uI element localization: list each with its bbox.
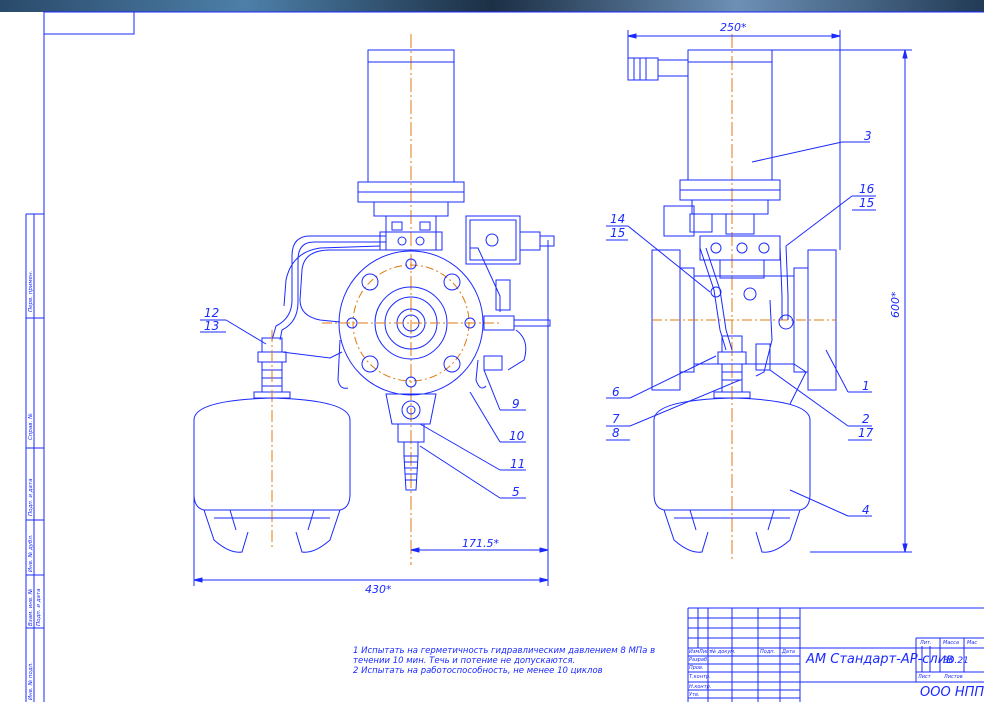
callout-13: 13 xyxy=(204,319,220,333)
callout-2: 2 xyxy=(862,412,870,426)
callout-15-right: 15 xyxy=(859,196,875,210)
window-top-strip xyxy=(0,0,984,12)
callout-14: 14 xyxy=(610,212,626,226)
callout-6: 6 xyxy=(612,385,620,399)
callout-11: 11 xyxy=(510,457,526,471)
margin-label-3: Подп. и дата xyxy=(28,478,34,516)
margin-label-2: Справ. № xyxy=(28,413,34,440)
tb-role-approve: Утв. xyxy=(689,692,700,698)
tb-company: ООО НПП А xyxy=(920,685,984,700)
tb-sheets: Листов xyxy=(944,674,963,680)
margin-label-6: Подп. и дата xyxy=(36,588,42,626)
tb-role-tcontrol: Т.контр. xyxy=(689,674,711,680)
callout-3: 3 xyxy=(864,129,872,143)
dim-side-width: 250* xyxy=(720,21,747,34)
callout-12: 12 xyxy=(204,306,220,320)
tb-role-checker: Пров. xyxy=(689,665,704,671)
callout-9: 9 xyxy=(512,397,520,411)
callout-4: 4 xyxy=(862,503,870,517)
margin-label-5: Взам. инв. № xyxy=(28,588,34,626)
dimension-lines xyxy=(193,30,912,586)
tb-mass-value: 30.21 xyxy=(943,656,969,666)
sheet-frame xyxy=(25,11,984,702)
dim-offset: 171.5* xyxy=(462,537,499,550)
tb-role-developer: Разраб. xyxy=(689,657,709,663)
note-1: 1 Испытать на герметичность гидравлическ… xyxy=(353,646,656,666)
callout-15-left: 15 xyxy=(610,226,626,240)
tb-col-date: Дата xyxy=(782,649,795,655)
callout-7: 7 xyxy=(612,412,620,426)
dim-height: 600* xyxy=(889,291,902,319)
side-view xyxy=(627,34,837,560)
title-block-lines xyxy=(687,607,984,702)
callout-1: 1 xyxy=(862,379,870,393)
callout-16: 16 xyxy=(859,182,875,196)
tb-role-ncontrol: Н.контр. xyxy=(689,684,712,690)
callout-17: 17 xyxy=(858,426,874,440)
margin-label-1: Перв. примен. xyxy=(28,270,34,312)
callout-8: 8 xyxy=(612,426,620,440)
tb-col-list: Лист xyxy=(699,649,712,655)
margin-label-7: Инв. № подл. xyxy=(28,662,34,700)
tb-lit: Лит. xyxy=(920,640,932,646)
dim-width-total: 430* xyxy=(365,583,392,596)
callout-10: 10 xyxy=(509,429,525,443)
note-2: 2 Испытать на работоспособность, не мене… xyxy=(353,666,603,676)
tb-scale-label: Мас xyxy=(967,640,978,646)
callout-5: 5 xyxy=(512,485,520,499)
leader-lines xyxy=(200,141,876,517)
front-view xyxy=(193,34,555,565)
tb-mass-label: Масса xyxy=(943,640,959,646)
tb-col-sign: Подп. xyxy=(760,649,776,655)
tb-col-izm: Изм xyxy=(689,649,700,655)
tb-col-doc: № докум. xyxy=(711,649,736,655)
tb-title: АМ Стандарт-АР-слив xyxy=(806,652,954,667)
margin-label-4: Инв. № дубл. xyxy=(28,534,34,572)
tb-sheet: Лист xyxy=(918,674,931,680)
technical-notes: 1 Испытать на герметичность гидравлическ… xyxy=(353,646,673,676)
